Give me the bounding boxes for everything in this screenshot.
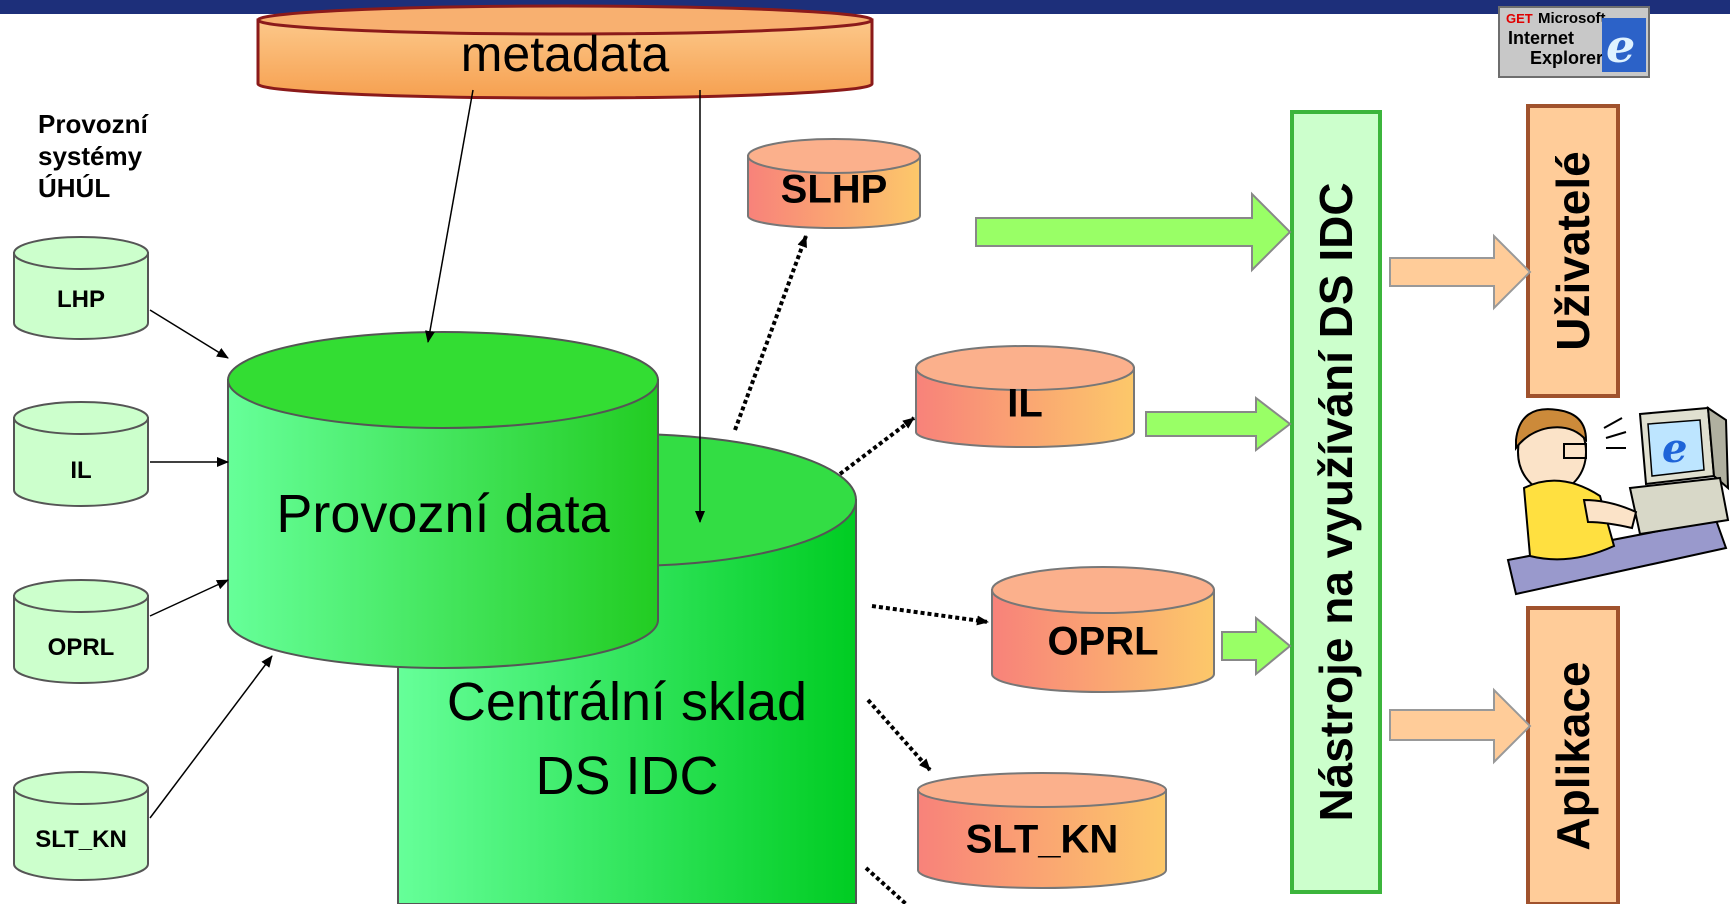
tools-box: [1290, 110, 1382, 894]
source-systems-caption-line-1: Provozní: [38, 109, 148, 139]
users-label: Uživatelé: [1547, 151, 1599, 351]
central-to-il-dotted-arrow: [838, 416, 916, 476]
central-to-slhp-dotted-arrow: [733, 235, 808, 431]
metadata-to-operational-arrow: [425, 89, 474, 343]
metadata-label: metadata: [460, 26, 670, 82]
internet-explorer-logo-icon: e: [1602, 18, 1646, 72]
source-oprl-label: OPRL: [47, 634, 115, 661]
mart-oprl-cylinder: [991, 566, 1215, 693]
ie-badge-explorer-text: Explorer: [1530, 48, 1604, 68]
header-bar: [0, 0, 1730, 14]
central-to-oprl-dotted-arrow: [871, 604, 989, 626]
ie-badge-microsoft-text: Microsoft: [1538, 10, 1606, 27]
central-to-slt-kn-dotted-arrow: [866, 698, 932, 772]
central-to-offpage-dotted-arrow: [864, 866, 908, 904]
source-il-label: IL: [70, 457, 92, 484]
user-at-computer-icon: e: [1506, 406, 1730, 596]
apps-box: [1526, 606, 1620, 904]
users-box: [1526, 104, 1620, 398]
operational-data-label: Provozní data: [276, 484, 610, 544]
tools-to-apps-arrow: [1389, 687, 1532, 765]
central-store-label-line-1: Centrální sklad: [446, 672, 808, 732]
ie-badge-internet-text: Internet: [1508, 28, 1575, 48]
mart-slt-kn-cylinder: [917, 772, 1167, 889]
source-systems-caption: Provozní systémy ÚHÚL: [38, 108, 148, 204]
il-to-tools-arrow: [1145, 395, 1292, 453]
lhp-to-operational-arrow: [149, 309, 229, 359]
source-lhp-cylinder: [13, 236, 149, 340]
source-oprl-cylinder: [13, 579, 149, 684]
mart-slhp-label: SLHP: [780, 167, 888, 212]
oprl-to-tools-arrow: [1221, 615, 1292, 677]
svg-text:e: e: [1606, 19, 1635, 72]
slhp-to-tools-arrow: [975, 191, 1292, 273]
ie-badge-get-text: GET: [1506, 11, 1533, 26]
mart-il-cylinder: [915, 345, 1135, 448]
source-slt-kn-cylinder: [13, 771, 149, 881]
tools-to-users-arrow: [1389, 233, 1532, 311]
source-systems-caption-line-3: ÚHÚL: [38, 173, 111, 203]
tools-label: Nástroje na využívání DS IDC: [1310, 182, 1362, 822]
mart-slt-kn-label: SLT_KN: [965, 817, 1119, 862]
source-slt-kn-label: SLT_KN: [35, 826, 127, 853]
slt-kn-to-operational-arrow: [149, 655, 273, 819]
central-store-label-line-2: DS IDC: [535, 746, 719, 806]
mart-il-label: IL: [1007, 381, 1043, 426]
get-internet-explorer-badge[interactable]: GET Microsoft Internet Explorer e: [1498, 6, 1650, 78]
source-il-cylinder: [13, 401, 149, 507]
mart-slhp-cylinder: [747, 138, 921, 229]
svg-text:e: e: [1662, 425, 1687, 472]
source-systems-caption-line-2: systémy: [38, 141, 143, 171]
mart-oprl-label: OPRL: [1047, 619, 1159, 664]
oprl-to-operational-arrow: [149, 579, 229, 617]
metadata-cylinder: [256, 4, 874, 100]
operational-data-cylinder: [227, 331, 659, 669]
source-lhp-label: LHP: [57, 286, 105, 313]
apps-label: Aplikace: [1547, 661, 1599, 851]
